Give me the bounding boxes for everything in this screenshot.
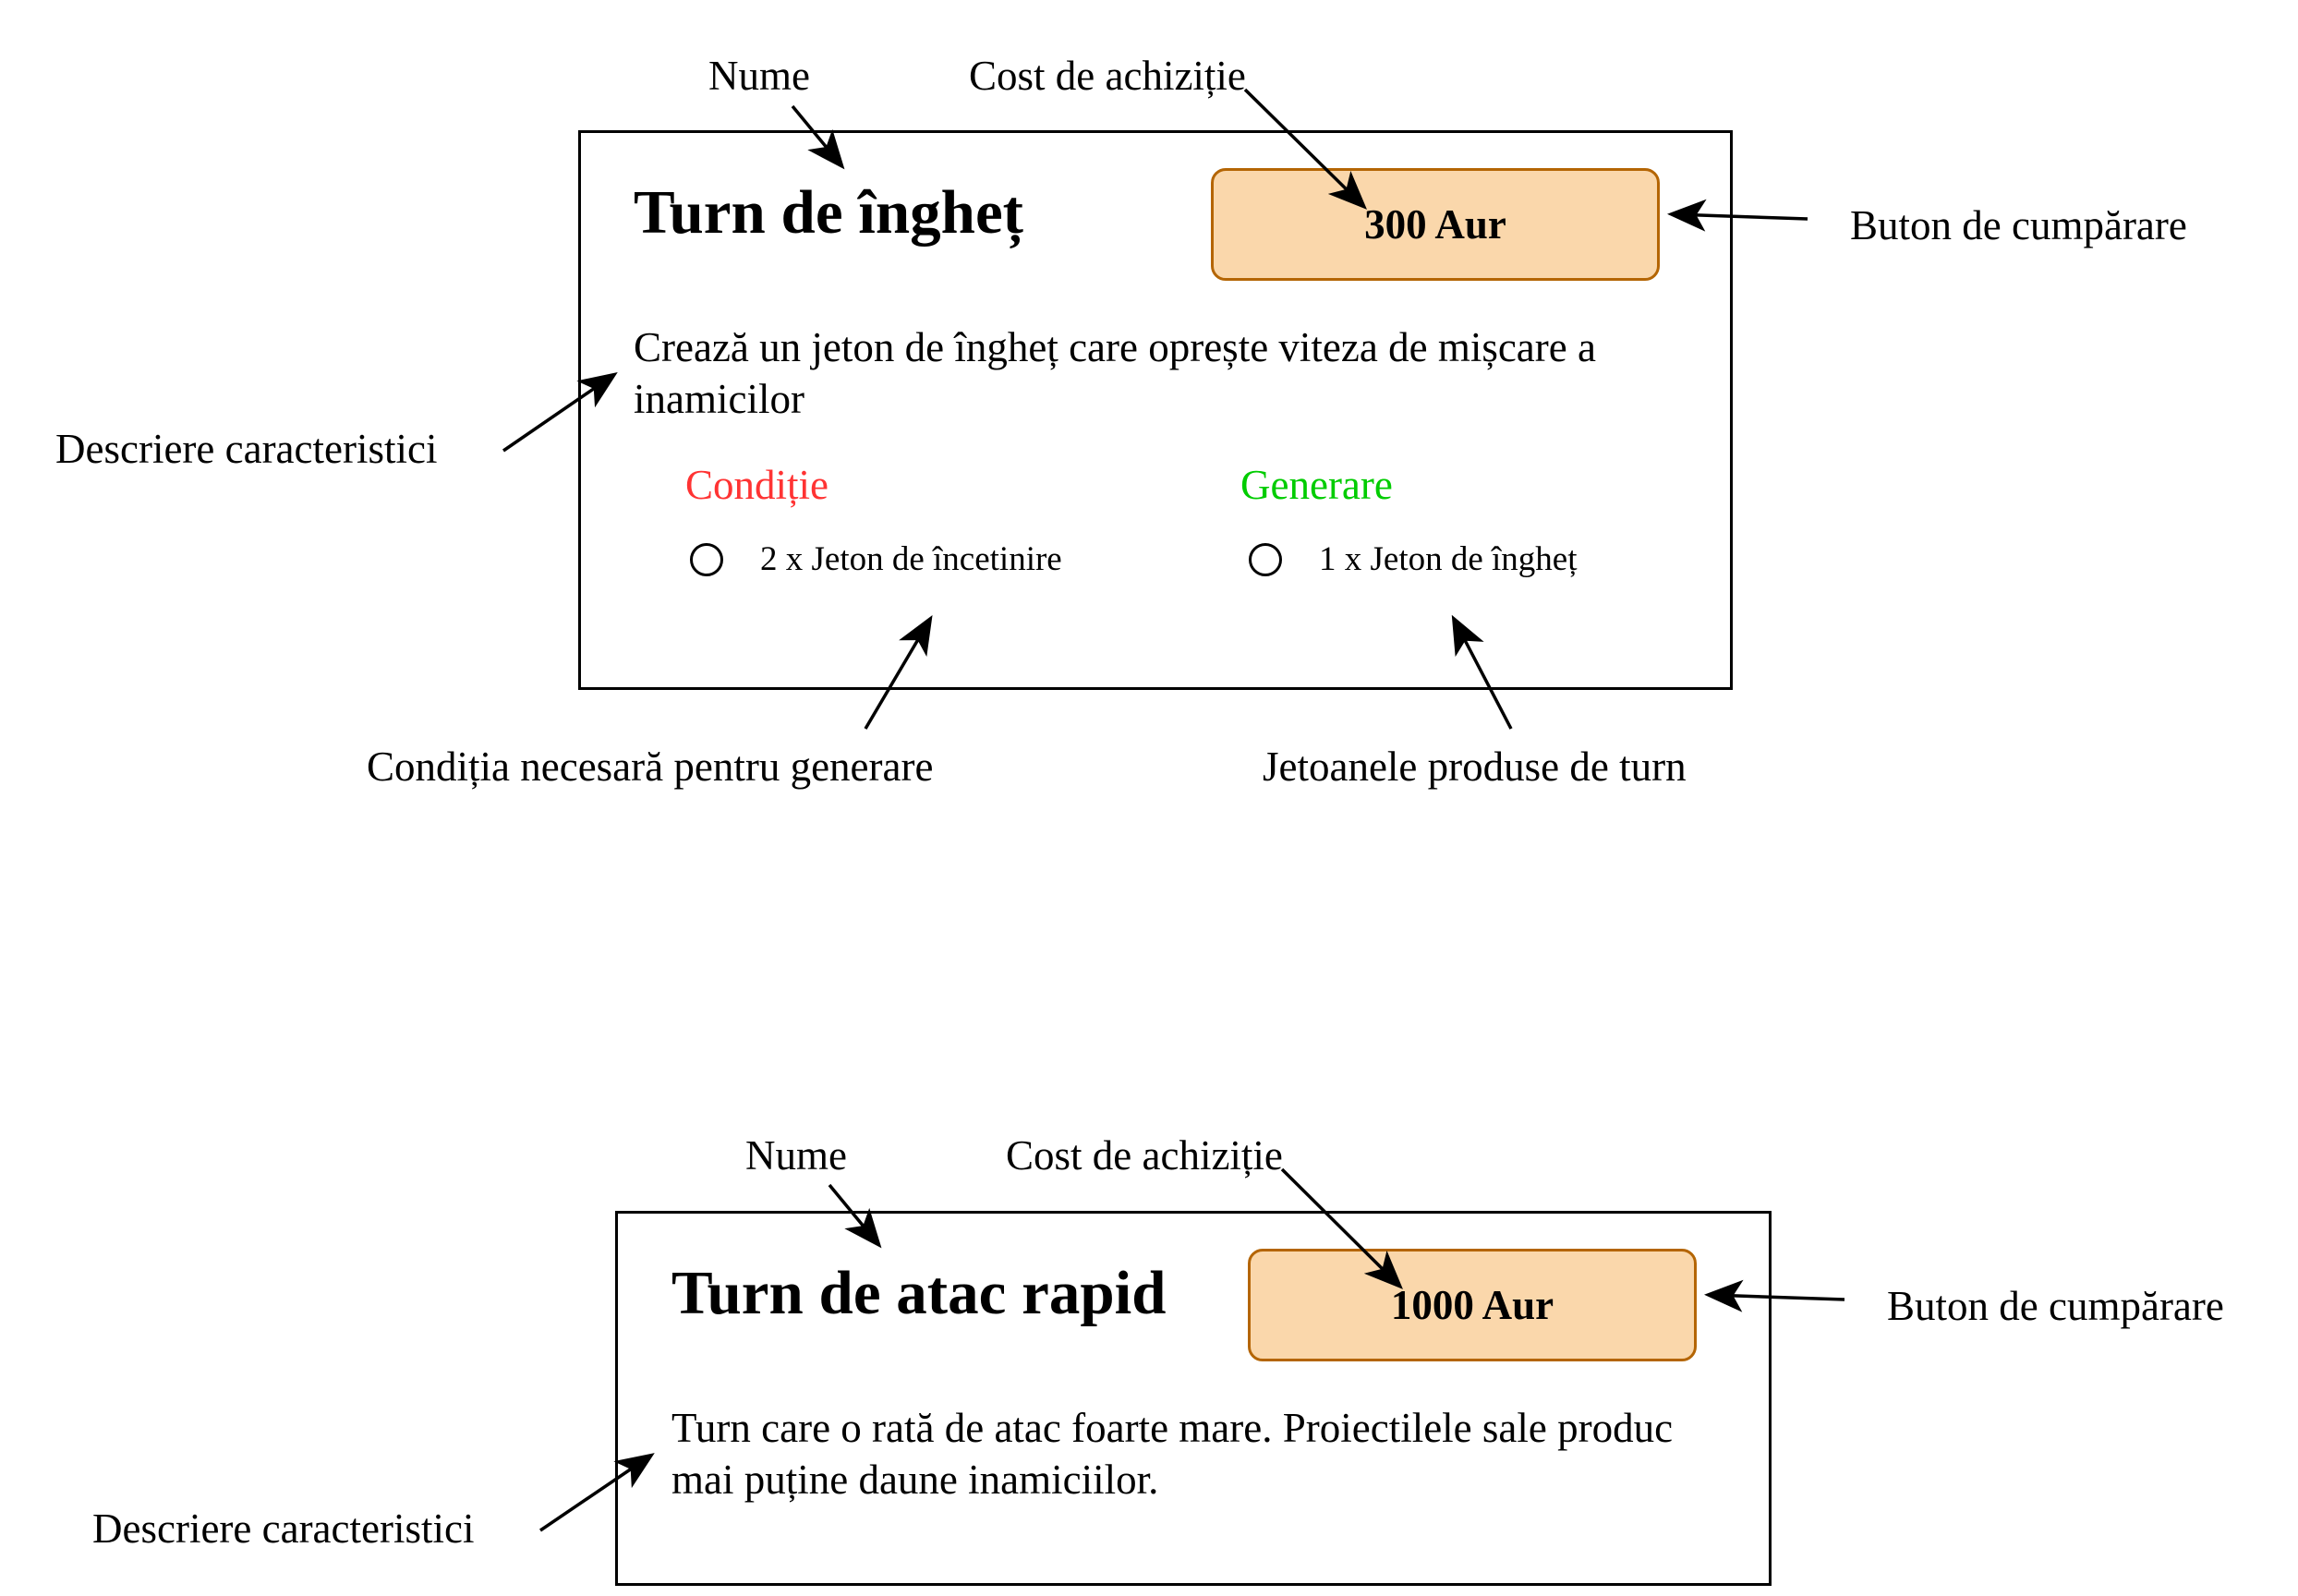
token-circle-icon bbox=[690, 542, 723, 576]
buy-button[interactable]: 300 Aur bbox=[1211, 168, 1660, 281]
annotation-tokens: Jetoanele produse de turn bbox=[1263, 744, 1687, 790]
tower-name: Turn de îngheț bbox=[634, 178, 1023, 247]
tower-description: Crează un jeton de îngheț care oprește v… bbox=[634, 324, 1596, 422]
tower-name: Turn de atac rapid bbox=[671, 1259, 1167, 1327]
generation-heading: Generare bbox=[1240, 462, 1393, 508]
annotation-name: Nume bbox=[708, 53, 810, 99]
condition-heading: Condiție bbox=[685, 462, 828, 508]
token-circle-icon bbox=[1249, 542, 1282, 576]
condition-token-label: 2 x Jeton de încetinire bbox=[760, 540, 1062, 578]
annotation-cost: Cost de achiziție bbox=[969, 53, 1246, 99]
annotation-buy-button: Buton de cumpărare bbox=[1850, 202, 2187, 248]
generated-token-label: 1 x Jeton de îngheț bbox=[1319, 540, 1578, 578]
annotation-buy-button: Buton de cumpărare bbox=[1887, 1283, 2224, 1329]
annotation-description: Descriere caracteristici bbox=[55, 426, 438, 472]
annotation-cost: Cost de achiziție bbox=[1006, 1132, 1283, 1179]
annotation-description: Descriere caracteristici bbox=[92, 1505, 475, 1552]
condition-token-item: 2 x Jeton de încetinire bbox=[690, 542, 1062, 576]
buy-button[interactable]: 1000 Aur bbox=[1248, 1249, 1697, 1361]
tower-description: Turn care o rată de atac foarte mare. Pr… bbox=[671, 1405, 1674, 1503]
annotation-name: Nume bbox=[745, 1132, 847, 1179]
annotation-condition: Condiția necesară pentru generare bbox=[367, 744, 934, 790]
generated-token-item: 1 x Jeton de îngheț bbox=[1249, 542, 1578, 576]
